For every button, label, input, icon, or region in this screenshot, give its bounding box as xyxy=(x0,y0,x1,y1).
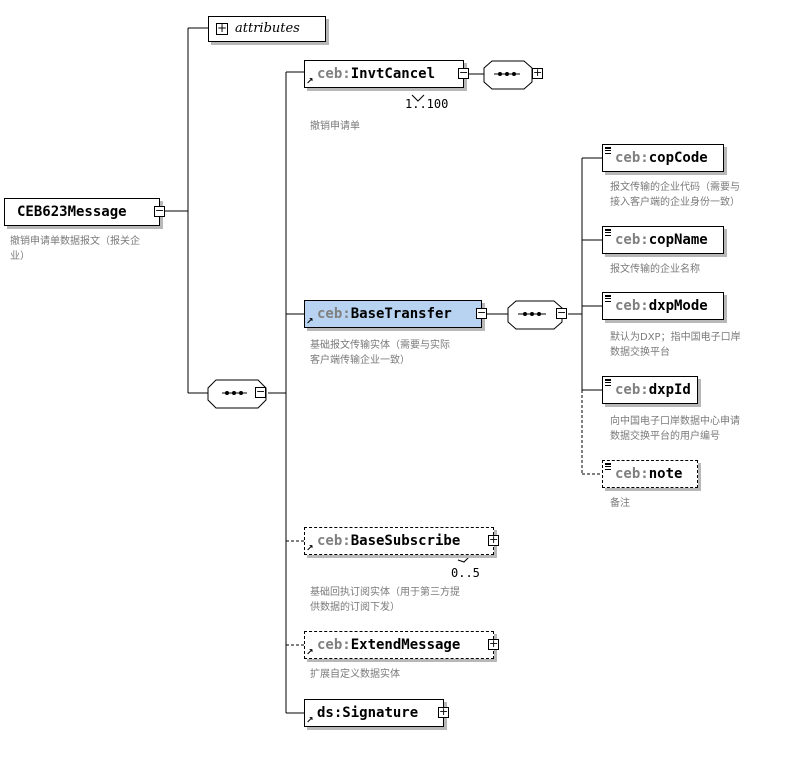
element-prefix: ceb: xyxy=(615,298,649,314)
element-doc: 撤销申请单 xyxy=(310,121,360,132)
reference-arrow-icon: ↗ xyxy=(306,648,314,658)
base-sequence-toggle-icon[interactable]: − xyxy=(556,306,567,319)
element-name: BaseTransfer xyxy=(350,306,452,322)
collapse-toggle-icon[interactable]: − xyxy=(458,66,469,79)
expand-toggle-icon[interactable]: + xyxy=(438,705,449,718)
text-content-icon xyxy=(605,379,611,386)
element-node-extendmessage[interactable]: ↗ ceb:ExtendMessage + xyxy=(304,631,499,659)
text-content-icon xyxy=(605,229,611,236)
field-doc: 向中国电子口岸数据中心申请 数据交换平台的用户编号 xyxy=(610,416,740,442)
field-node-dxpid[interactable]: ceb:dxpId xyxy=(602,376,698,404)
element-node-basetransfer[interactable]: ↗ ceb:BaseTransfer − xyxy=(304,300,487,328)
base-sequence-compositor xyxy=(507,300,563,330)
text-content-icon xyxy=(605,147,611,154)
root-element-node[interactable]: CEB623Message − xyxy=(4,198,165,226)
element-prefix: ceb: xyxy=(615,150,649,166)
reference-arrow-icon: ↗ xyxy=(306,317,314,327)
collapse-toggle-icon[interactable]: − xyxy=(476,306,487,319)
element-name: dxpId xyxy=(648,382,691,398)
field-node-copname[interactable]: ceb:copName xyxy=(602,226,724,254)
element-node-basesubscribe[interactable]: ↗ ceb:BaseSubscribe + xyxy=(304,527,499,555)
reference-arrow-icon: ↗ xyxy=(306,544,314,554)
field-doc: 默认为DXP；指中国电子口岸 数据交换平台 xyxy=(610,332,741,358)
invt-sequence-toggle-icon[interactable]: + xyxy=(532,66,543,79)
root-sequence-compositor xyxy=(207,379,267,409)
element-prefix: ceb: xyxy=(317,533,351,549)
reference-arrow-icon: ↗ xyxy=(306,77,314,87)
root-element-doc: 撤销申请单数据报文（报关企 业） xyxy=(10,236,140,262)
element-node-invtcancel[interactable]: ↗ ceb:InvtCancel − xyxy=(304,60,469,88)
element-prefix: ds: xyxy=(317,705,343,721)
collapse-toggle-icon[interactable]: − xyxy=(154,204,165,217)
expand-toggle-icon[interactable]: + xyxy=(216,21,228,35)
expand-toggle-icon[interactable]: + xyxy=(488,533,499,546)
text-content-icon xyxy=(605,295,611,302)
root-element-name: CEB623Message xyxy=(17,204,127,220)
element-prefix: ceb: xyxy=(317,637,351,653)
field-doc: 报文传输的企业代码（需要与 接入客户端的企业身份一致） xyxy=(610,182,740,208)
element-node-signature[interactable]: ↗ ds:Signature + xyxy=(304,699,449,727)
element-doc: 扩展自定义数据实体 xyxy=(310,669,400,680)
element-prefix: ceb: xyxy=(615,466,649,482)
element-name: BaseSubscribe xyxy=(350,533,461,549)
expand-toggle-icon[interactable]: + xyxy=(488,637,499,650)
element-name: dxpMode xyxy=(648,298,708,314)
element-name: note xyxy=(648,466,683,482)
element-name: Signature xyxy=(342,705,419,721)
root-sequence-toggle-icon[interactable]: − xyxy=(255,385,266,398)
field-doc: 报文传输的企业名称 xyxy=(610,264,700,275)
element-prefix: ceb: xyxy=(615,382,649,398)
attributes-node[interactable]: + attributes xyxy=(208,16,326,42)
element-name: copName xyxy=(648,232,708,248)
element-name: InvtCancel xyxy=(350,66,436,82)
element-name: copCode xyxy=(648,150,708,166)
text-content-icon xyxy=(605,463,611,470)
occurrence-label: 1..100 xyxy=(405,97,449,111)
element-name: ExtendMessage xyxy=(350,637,461,653)
field-node-note[interactable]: ceb:note xyxy=(602,460,698,488)
reference-arrow-icon: ↗ xyxy=(306,716,314,726)
field-node-dxpmode[interactable]: ceb:dxpMode xyxy=(602,292,724,320)
element-prefix: ceb: xyxy=(317,306,351,322)
element-prefix: ceb: xyxy=(615,232,649,248)
attributes-label: attributes xyxy=(235,21,300,36)
field-doc: 备注 xyxy=(610,498,630,509)
element-doc: 基础回执订阅实体（用于第三方提 供数据的订阅下发） xyxy=(310,587,460,613)
element-prefix: ceb: xyxy=(317,66,351,82)
element-doc: 基础报文传输实体（需要与实际 客户端传输企业一致） xyxy=(310,340,450,366)
occurrence-label: 0..5 xyxy=(451,566,480,580)
field-node-copcode[interactable]: ceb:copCode xyxy=(602,144,724,172)
